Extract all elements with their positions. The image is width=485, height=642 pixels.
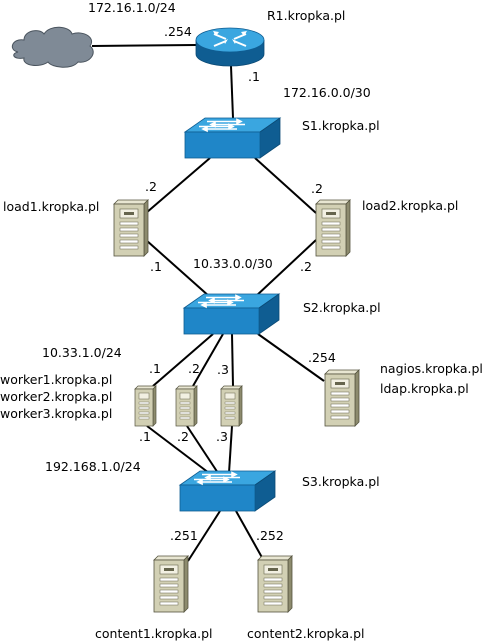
link-s3-content1	[187, 510, 221, 562]
device-content1-label: content1.kropka.pl	[95, 626, 213, 641]
addr-load1-up: .2	[145, 179, 157, 194]
addr-content2: .252	[256, 528, 284, 543]
server-content1-icon	[153, 555, 189, 613]
addr-load1-down: .1	[150, 259, 162, 274]
link-s2-nagios	[257, 333, 325, 382]
link-s2-worker2	[192, 333, 224, 387]
server-content2-icon	[257, 555, 293, 613]
link-s1-load1	[145, 157, 211, 214]
device-worker2-label: worker2.kropka.pl	[0, 389, 112, 404]
device-r1-label: R1.kropka.pl	[267, 8, 345, 23]
device-nagios-label: nagios.kropka.pl	[380, 361, 483, 376]
link-load2-s2	[254, 239, 317, 298]
link-r1-s1	[230, 65, 234, 119]
addr-r1-cloud: .254	[164, 24, 192, 39]
device-s2-label: S2.kropka.pl	[303, 300, 381, 315]
server-load1-icon	[113, 199, 149, 257]
link-load1-s2	[145, 239, 211, 298]
addr-load2-down: .2	[300, 259, 312, 274]
addr-content1: .251	[170, 528, 198, 543]
device-load1-label: load1.kropka.pl	[3, 199, 99, 214]
cloud-icon	[11, 26, 94, 68]
addr-worker1-up: .1	[149, 361, 161, 376]
network-internet-label: 172.16.1.0/24	[88, 0, 176, 15]
link-s3-content2	[235, 510, 265, 562]
addr-load2-up: .2	[311, 181, 323, 196]
network-workers-label: 10.33.1.0/24	[42, 345, 122, 360]
device-content2-label: content2.kropka.pl	[247, 626, 365, 641]
network-content-label: 192.168.1.0/24	[45, 459, 141, 474]
link-worker2-s3	[186, 425, 219, 474]
link-s2-worker1	[152, 333, 214, 387]
router-icon	[195, 27, 265, 67]
addr-worker3-up: .3	[217, 362, 229, 377]
network-s2-label: 10.33.0.0/30	[193, 256, 273, 271]
server-worker2-icon	[175, 385, 198, 427]
addr-worker3-down: .3	[216, 429, 228, 444]
addr-worker1-down: .1	[139, 429, 151, 444]
links	[91, 44, 325, 562]
addr-nagios: .254	[308, 350, 336, 365]
device-s1-label: S1.kropka.pl	[302, 118, 380, 133]
switch-s3-icon	[179, 470, 276, 512]
switch-s1-icon	[184, 117, 281, 159]
server-worker3-icon	[220, 385, 243, 427]
device-worker3-label: worker3.kropka.pl	[0, 406, 112, 421]
addr-r1-s1: .1	[248, 69, 260, 84]
link-worker1-s3	[146, 425, 210, 474]
link-s2-worker3	[231, 333, 234, 387]
network-s1-label: 172.16.0.0/30	[283, 85, 371, 100]
link-worker3-s3	[228, 425, 233, 474]
addr-worker2-up: .2	[188, 361, 200, 376]
switch-s2-icon	[183, 293, 280, 335]
server-nagios-icon	[324, 369, 360, 427]
server-worker1-icon	[134, 385, 157, 427]
link-s1-load2	[254, 157, 317, 214]
addr-worker2-down: .2	[177, 429, 189, 444]
device-worker1-label: worker1.kropka.pl	[0, 372, 112, 387]
device-s3-label: S3.kropka.pl	[302, 474, 380, 489]
device-load2-label: load2.kropka.pl	[362, 198, 458, 213]
server-load2-icon	[315, 199, 351, 257]
device-ldap-label: ldap.kropka.pl	[380, 381, 469, 396]
link-cloud-r1	[91, 44, 197, 47]
